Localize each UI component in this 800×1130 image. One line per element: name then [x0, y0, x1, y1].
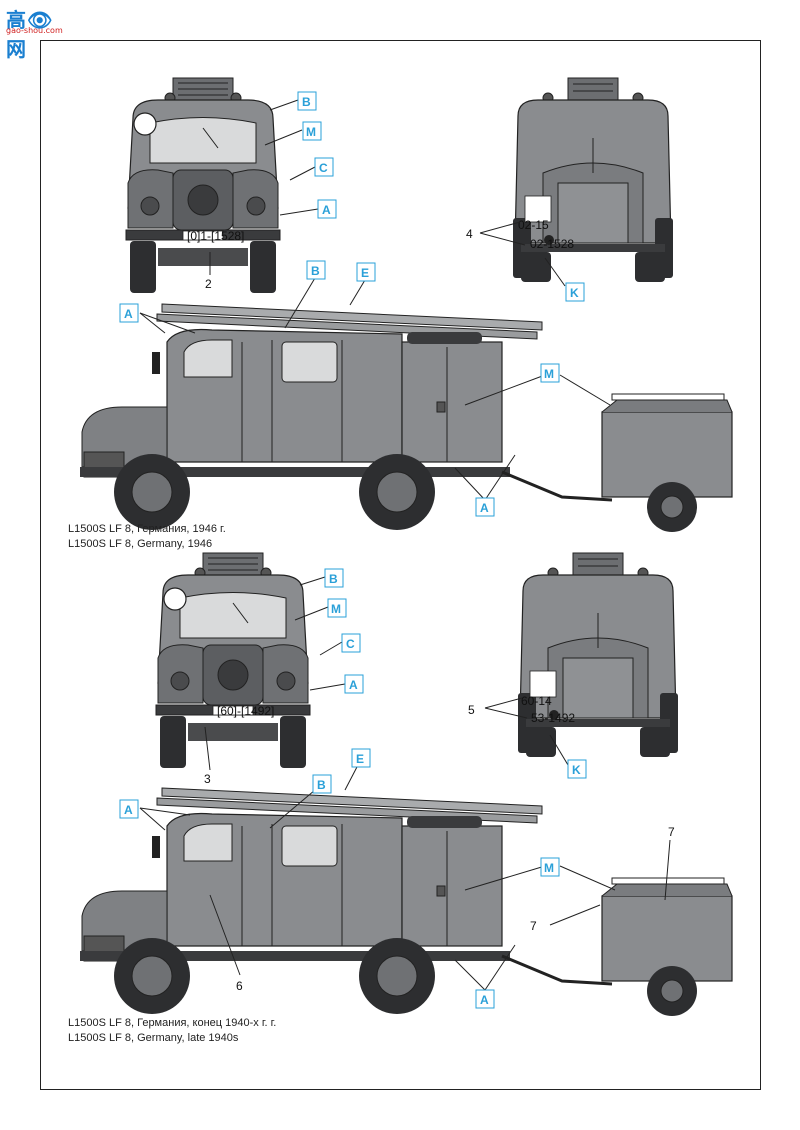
sheet-frame [40, 40, 761, 1090]
rear-plate-top-2: 02-1528 [530, 237, 574, 251]
badge-K-rear-bottom: K [572, 763, 581, 777]
badge-B-side-bottom: B [317, 778, 326, 792]
badge-A-trailer-bottom: A [480, 993, 489, 1007]
callouts-bottom [139, 576, 671, 991]
caption-top-ru: L1500S LF 8, Германия, 1946 г. [68, 523, 226, 535]
badge-A-side-top: A [124, 307, 133, 321]
rear-view-bottom [517, 552, 679, 758]
front-view-top [125, 77, 281, 294]
badge-C-front-bottom: C [346, 637, 355, 651]
label-6: 6 [236, 979, 243, 993]
side-view-bottom [78, 786, 734, 1018]
caption-bottom-ru: L1500S LF 8, Германия, конец 1940-х г. г… [68, 1017, 277, 1029]
badge-A-front-bottom: A [349, 678, 358, 692]
label-5: 5 [468, 703, 475, 717]
label-7-top: 7 [668, 825, 675, 839]
caption-top-en: L1500S LF 8, Germany, 1946 [68, 538, 213, 550]
side-view-top [78, 302, 734, 534]
badges-bottom: B M C A 3 5 K A B E M 6 7 7 A [119, 568, 675, 1009]
badge-M-front-bottom: M [331, 602, 341, 616]
badge-B-front-top: B [302, 95, 311, 109]
badge-C-front-top: C [319, 161, 328, 175]
badge-A-trailer-top: A [480, 501, 489, 515]
rear-plate-bottom-2: 53-1492 [531, 711, 575, 725]
badge-M-front-top: M [306, 125, 316, 139]
front-view-bottom [155, 552, 311, 769]
label-4: 4 [466, 227, 473, 241]
callouts-top [139, 99, 611, 501]
front-plate-bottom: [60]-[1492] [217, 704, 274, 718]
watermark-url: gao-shou.com [6, 26, 63, 35]
badge-A-front-top: A [322, 203, 331, 217]
rear-plate-bottom-1: 60-14 [521, 694, 552, 708]
rear-plate-top-1: 02-15 [518, 218, 549, 232]
badge-M-side-bottom: M [544, 861, 554, 875]
watermark-logo: 高👁网 gao-shou.com [2, 4, 74, 61]
caption-bottom-en: L1500S LF 8, Germany, late 1940s [68, 1032, 239, 1044]
badge-M-side-top: M [544, 367, 554, 381]
badge-B-side-top: B [311, 264, 320, 278]
caption-top: L1500S LF 8, Германия, 1946 г. L1500S LF… [68, 522, 226, 552]
rear-view-top [512, 77, 674, 283]
badge-A-side-bottom: A [124, 803, 133, 817]
caption-bottom: L1500S LF 8, Германия, конец 1940-х г. г… [68, 1016, 276, 1046]
badge-B-front-bottom: B [329, 572, 338, 586]
badges-top: B M C A 2 4 K A B E M A [119, 91, 585, 517]
badge-E-side-top: E [361, 266, 369, 280]
badge-K-rear-top: K [570, 286, 579, 300]
label-7-left: 7 [530, 919, 537, 933]
front-plate-top: [0]1-[1528] [187, 229, 244, 243]
badge-E-side-bottom: E [356, 752, 364, 766]
label-3: 3 [204, 772, 211, 786]
watermark-text: 高👁网 [6, 8, 54, 61]
label-2: 2 [205, 277, 212, 291]
